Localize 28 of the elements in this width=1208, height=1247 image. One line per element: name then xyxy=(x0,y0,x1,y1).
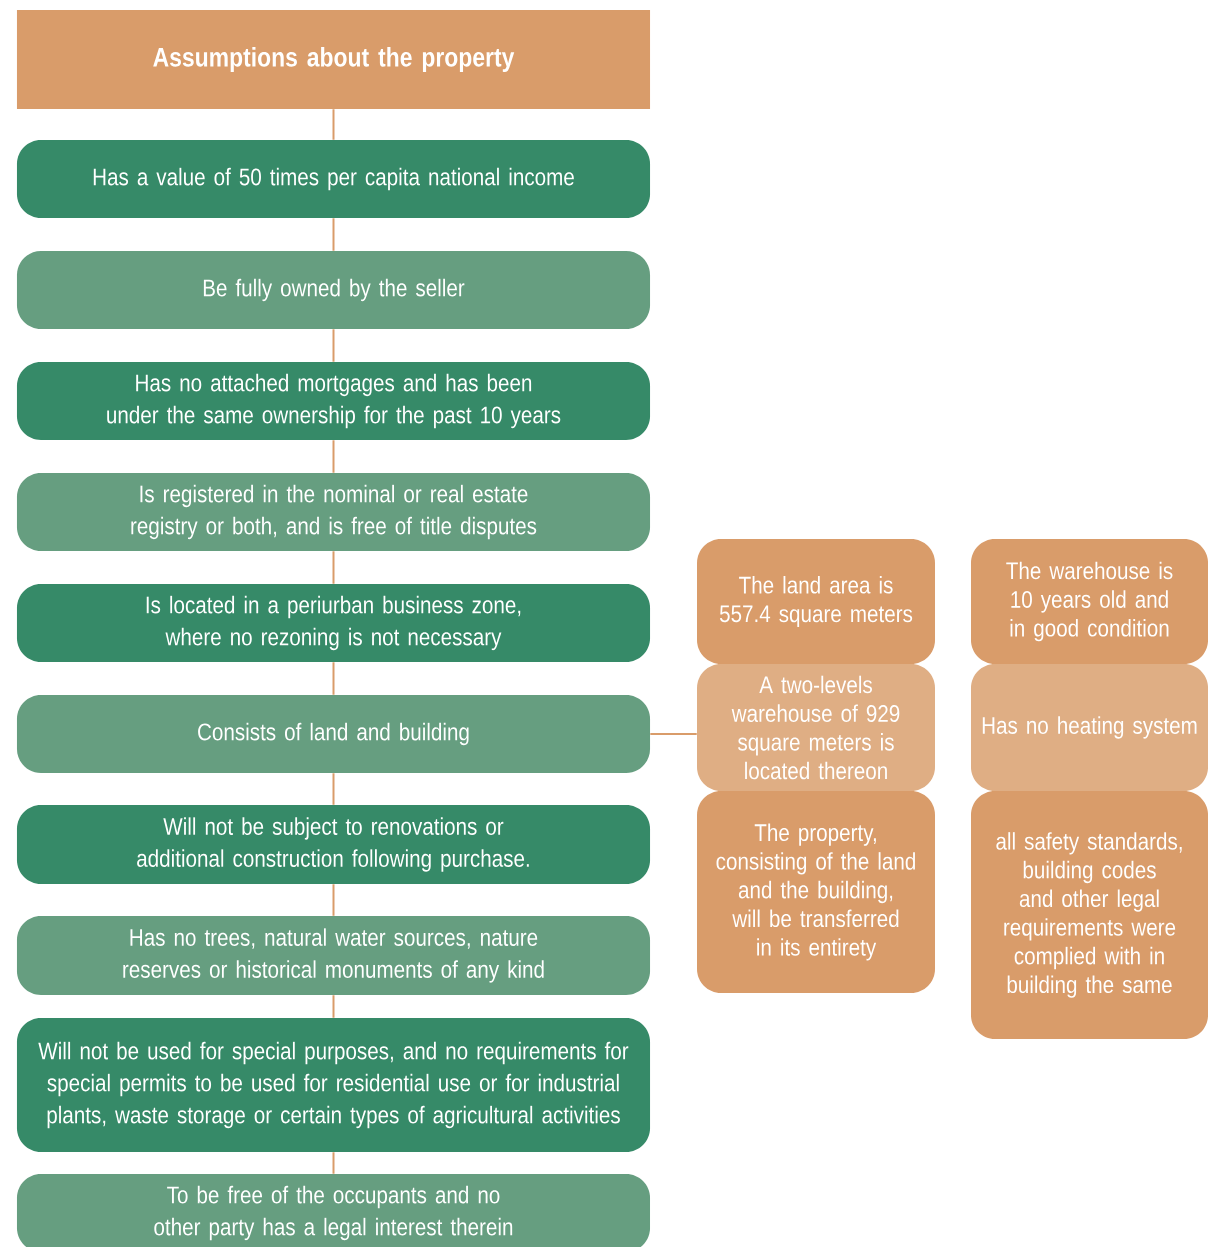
assumption-box: Will not be subject to renovations or additional construction following purchase. xyxy=(16,805,651,884)
connector-line xyxy=(332,550,335,585)
assumption-box: Is located in a periurban business zone, where no rezoning is not necessary xyxy=(16,584,651,662)
detail-box: all safety standards, building codes and other legal requirements were complied with in building the same xyxy=(971,791,1208,1039)
assumption-box: To be free of the occupants and no other party has a legal interest therein xyxy=(16,1174,651,1247)
connector-line xyxy=(332,439,335,474)
assumption-box: Is registered in the nominal or real estate registry or both, and is free of title disputes xyxy=(16,473,651,551)
detail-box: The warehouse is 10 years old and in good condition xyxy=(971,538,1208,665)
detail-box: The property, consisting of the land and the building, will be transferred in its entirety xyxy=(697,791,935,993)
connector-line xyxy=(649,733,698,735)
connector-line xyxy=(332,994,335,1019)
assumption-box: Will not be used for special purposes, and no requirements for special permits to be used for residential use or for industrial plants, waste storage or certain types of agricultural activities xyxy=(16,1018,651,1152)
connector-line xyxy=(332,217,335,252)
connector-line xyxy=(332,1151,335,1175)
detail-box: Has no heating system xyxy=(971,664,1208,791)
assumption-box: Be fully owned by the seller xyxy=(16,251,651,329)
detail-box: The land area is 557.4 square meters xyxy=(697,538,935,665)
assumption-box: Consists of land and building xyxy=(16,695,651,773)
detail-box: A two-levels warehouse of 929 square meters is located thereon xyxy=(697,664,935,791)
connector-line xyxy=(332,108,335,141)
assumption-box: Has no trees, natural water sources, nature reserves or historical monuments of any kind xyxy=(16,916,651,995)
connector-line xyxy=(332,328,335,363)
header-box: Assumptions about the property xyxy=(16,10,651,109)
connector-line xyxy=(332,883,335,917)
connector-line xyxy=(332,661,335,696)
assumption-box: Has no attached mortgages and has been under the same ownership for the past 10 years xyxy=(16,362,651,440)
assumption-box: Has a value of 50 times per capita national income xyxy=(16,140,651,218)
connector-line xyxy=(332,772,335,806)
